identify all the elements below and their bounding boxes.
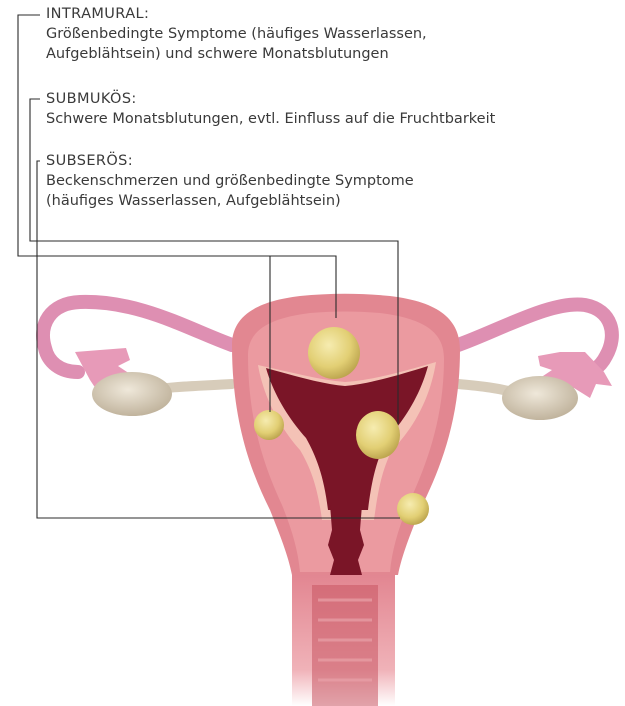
right-ovary: [502, 376, 578, 420]
fibroid-intramural: [308, 327, 360, 379]
intramural-desc-line2: Aufgeblähtsein) und schwere Monatsblutun…: [46, 44, 616, 64]
label-submukos: SUBMUKÖS: Schwere Monatsblutungen, evtl.…: [46, 90, 616, 129]
subseros-desc-line2: (häufiges Wasserlassen, Aufgeblähtsein): [46, 191, 616, 211]
label-subseros: SUBSERÖS: Beckenschmerzen und größenbedi…: [46, 152, 616, 211]
left-ovary: [92, 372, 172, 416]
intramural-title: INTRAMURAL:: [46, 5, 616, 24]
vaginal-canal: [292, 560, 395, 706]
fibroid-left-wall: [254, 410, 284, 440]
label-intramural: INTRAMURAL: Größenbedingte Symptome (häu…: [46, 5, 616, 64]
fibroid-subserosal: [397, 493, 429, 525]
fibroid-submucosal: [356, 411, 400, 459]
submukos-title: SUBMUKÖS:: [46, 90, 616, 109]
submukos-desc-line1: Schwere Monatsblutungen, evtl. Einfluss …: [46, 109, 616, 129]
subseros-title: SUBSERÖS:: [46, 152, 616, 171]
subseros-desc-line1: Beckenschmerzen und größenbedingte Sympt…: [46, 171, 616, 191]
intramural-desc-line1: Größenbedingte Symptome (häufiges Wasser…: [46, 24, 616, 44]
